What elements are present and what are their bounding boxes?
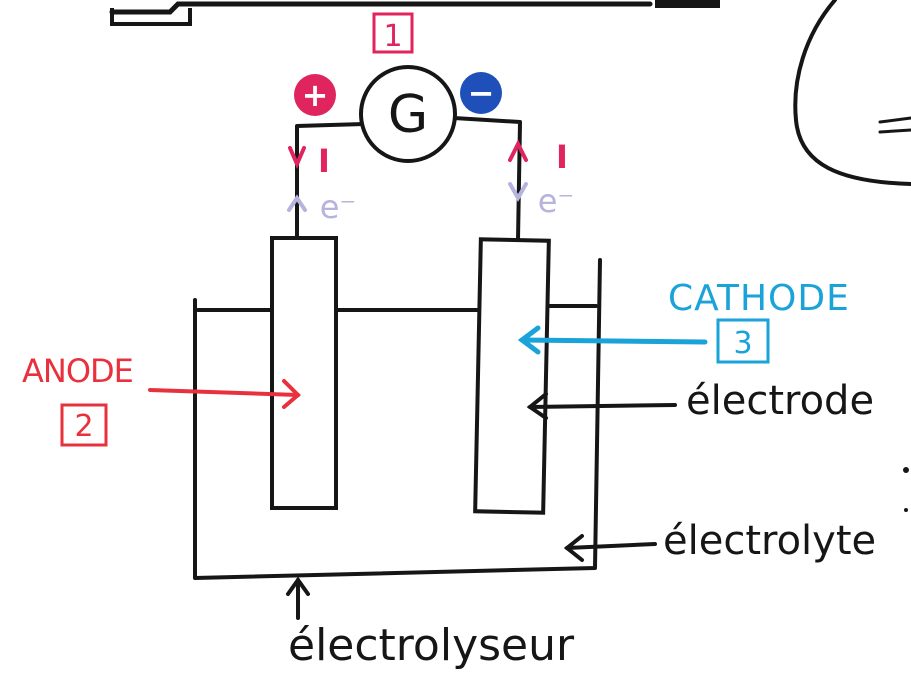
current-label-left: I: [318, 142, 330, 180]
top-cutoff-sketch: [109, 0, 720, 26]
current-arrow-left: [288, 146, 306, 169]
electrolyte-arrow: [563, 534, 657, 562]
electrolyte-surface: [196, 304, 598, 312]
galvanometer-symbol: G: [388, 85, 428, 145]
minus-terminal: −: [460, 72, 502, 114]
plus-terminal: +: [294, 74, 336, 116]
electron-arrow-right: [508, 182, 528, 203]
electron-label-right: e⁻: [538, 182, 575, 220]
plus-sign: +: [302, 76, 329, 114]
electron-label-left: e⁻: [320, 188, 357, 226]
galvanometer-number: 1: [383, 19, 402, 54]
wire-right: [453, 116, 522, 241]
electrolyte-label: électrolyte: [663, 518, 876, 564]
anode-electrode: [270, 236, 338, 510]
electrode-label: électrode: [686, 378, 874, 424]
electron-arrow-left: [287, 194, 307, 212]
electrolyser-tank: [193, 258, 602, 580]
electrode-arrow: [526, 392, 677, 420]
cathode-electrode: [473, 237, 551, 515]
electrolyseur-label: électrolyseur: [288, 620, 575, 671]
cathode-number: 3: [733, 326, 752, 361]
cathode-number-box: 3: [716, 318, 770, 364]
anode-number-box: 2: [60, 403, 108, 447]
cathode-arrow: [517, 325, 708, 355]
anode-arrow: [148, 379, 301, 409]
current-label-right: I: [556, 138, 568, 176]
galvanometer-circle: [359, 65, 457, 163]
cathode-label: CATHODE: [668, 278, 850, 319]
current-arrow-right: [508, 139, 528, 162]
galvanometer: G: [359, 65, 457, 163]
minus-sign: −: [468, 74, 495, 112]
anode-label: ANODE: [22, 352, 133, 390]
right-cutoff-shape: [793, 0, 911, 186]
stray-marks: [903, 467, 909, 512]
galvanometer-number-box: 1: [372, 12, 414, 54]
electrolyseur-arrow: [286, 576, 310, 620]
anode-number: 2: [74, 409, 93, 444]
